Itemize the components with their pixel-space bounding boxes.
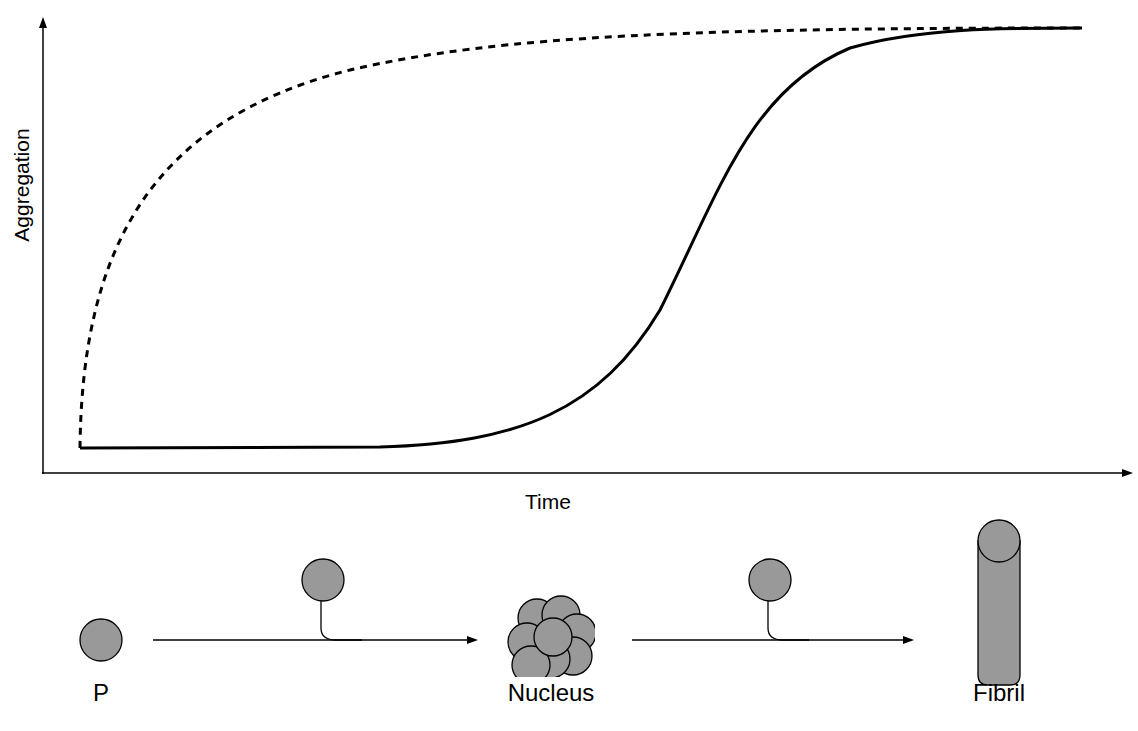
fibril-shape <box>975 517 1023 689</box>
seeded-curve <box>80 28 1082 448</box>
species-label: P <box>38 679 164 707</box>
species-label: Fibril <box>935 679 1063 707</box>
reaction-arrow <box>153 636 478 644</box>
incoming-monomer <box>749 559 809 640</box>
sigmoid-curve <box>80 28 1082 448</box>
axis-title: Time <box>525 490 571 514</box>
species-label: Nucleus <box>467 679 635 707</box>
species-node: Fibril <box>975 517 1023 707</box>
incoming-monomer <box>302 559 362 640</box>
reaction-arrow <box>632 636 914 644</box>
x-axis <box>42 472 1126 474</box>
axis-title: Aggregation <box>10 128 34 241</box>
y-axis <box>42 24 44 474</box>
species-node: Nucleus <box>507 585 595 707</box>
nucleus-shape <box>507 585 595 677</box>
y-axis-head <box>39 17 47 28</box>
x-axis-head <box>1122 469 1133 477</box>
species-node: P <box>78 617 124 707</box>
monomer-shape <box>78 617 124 663</box>
